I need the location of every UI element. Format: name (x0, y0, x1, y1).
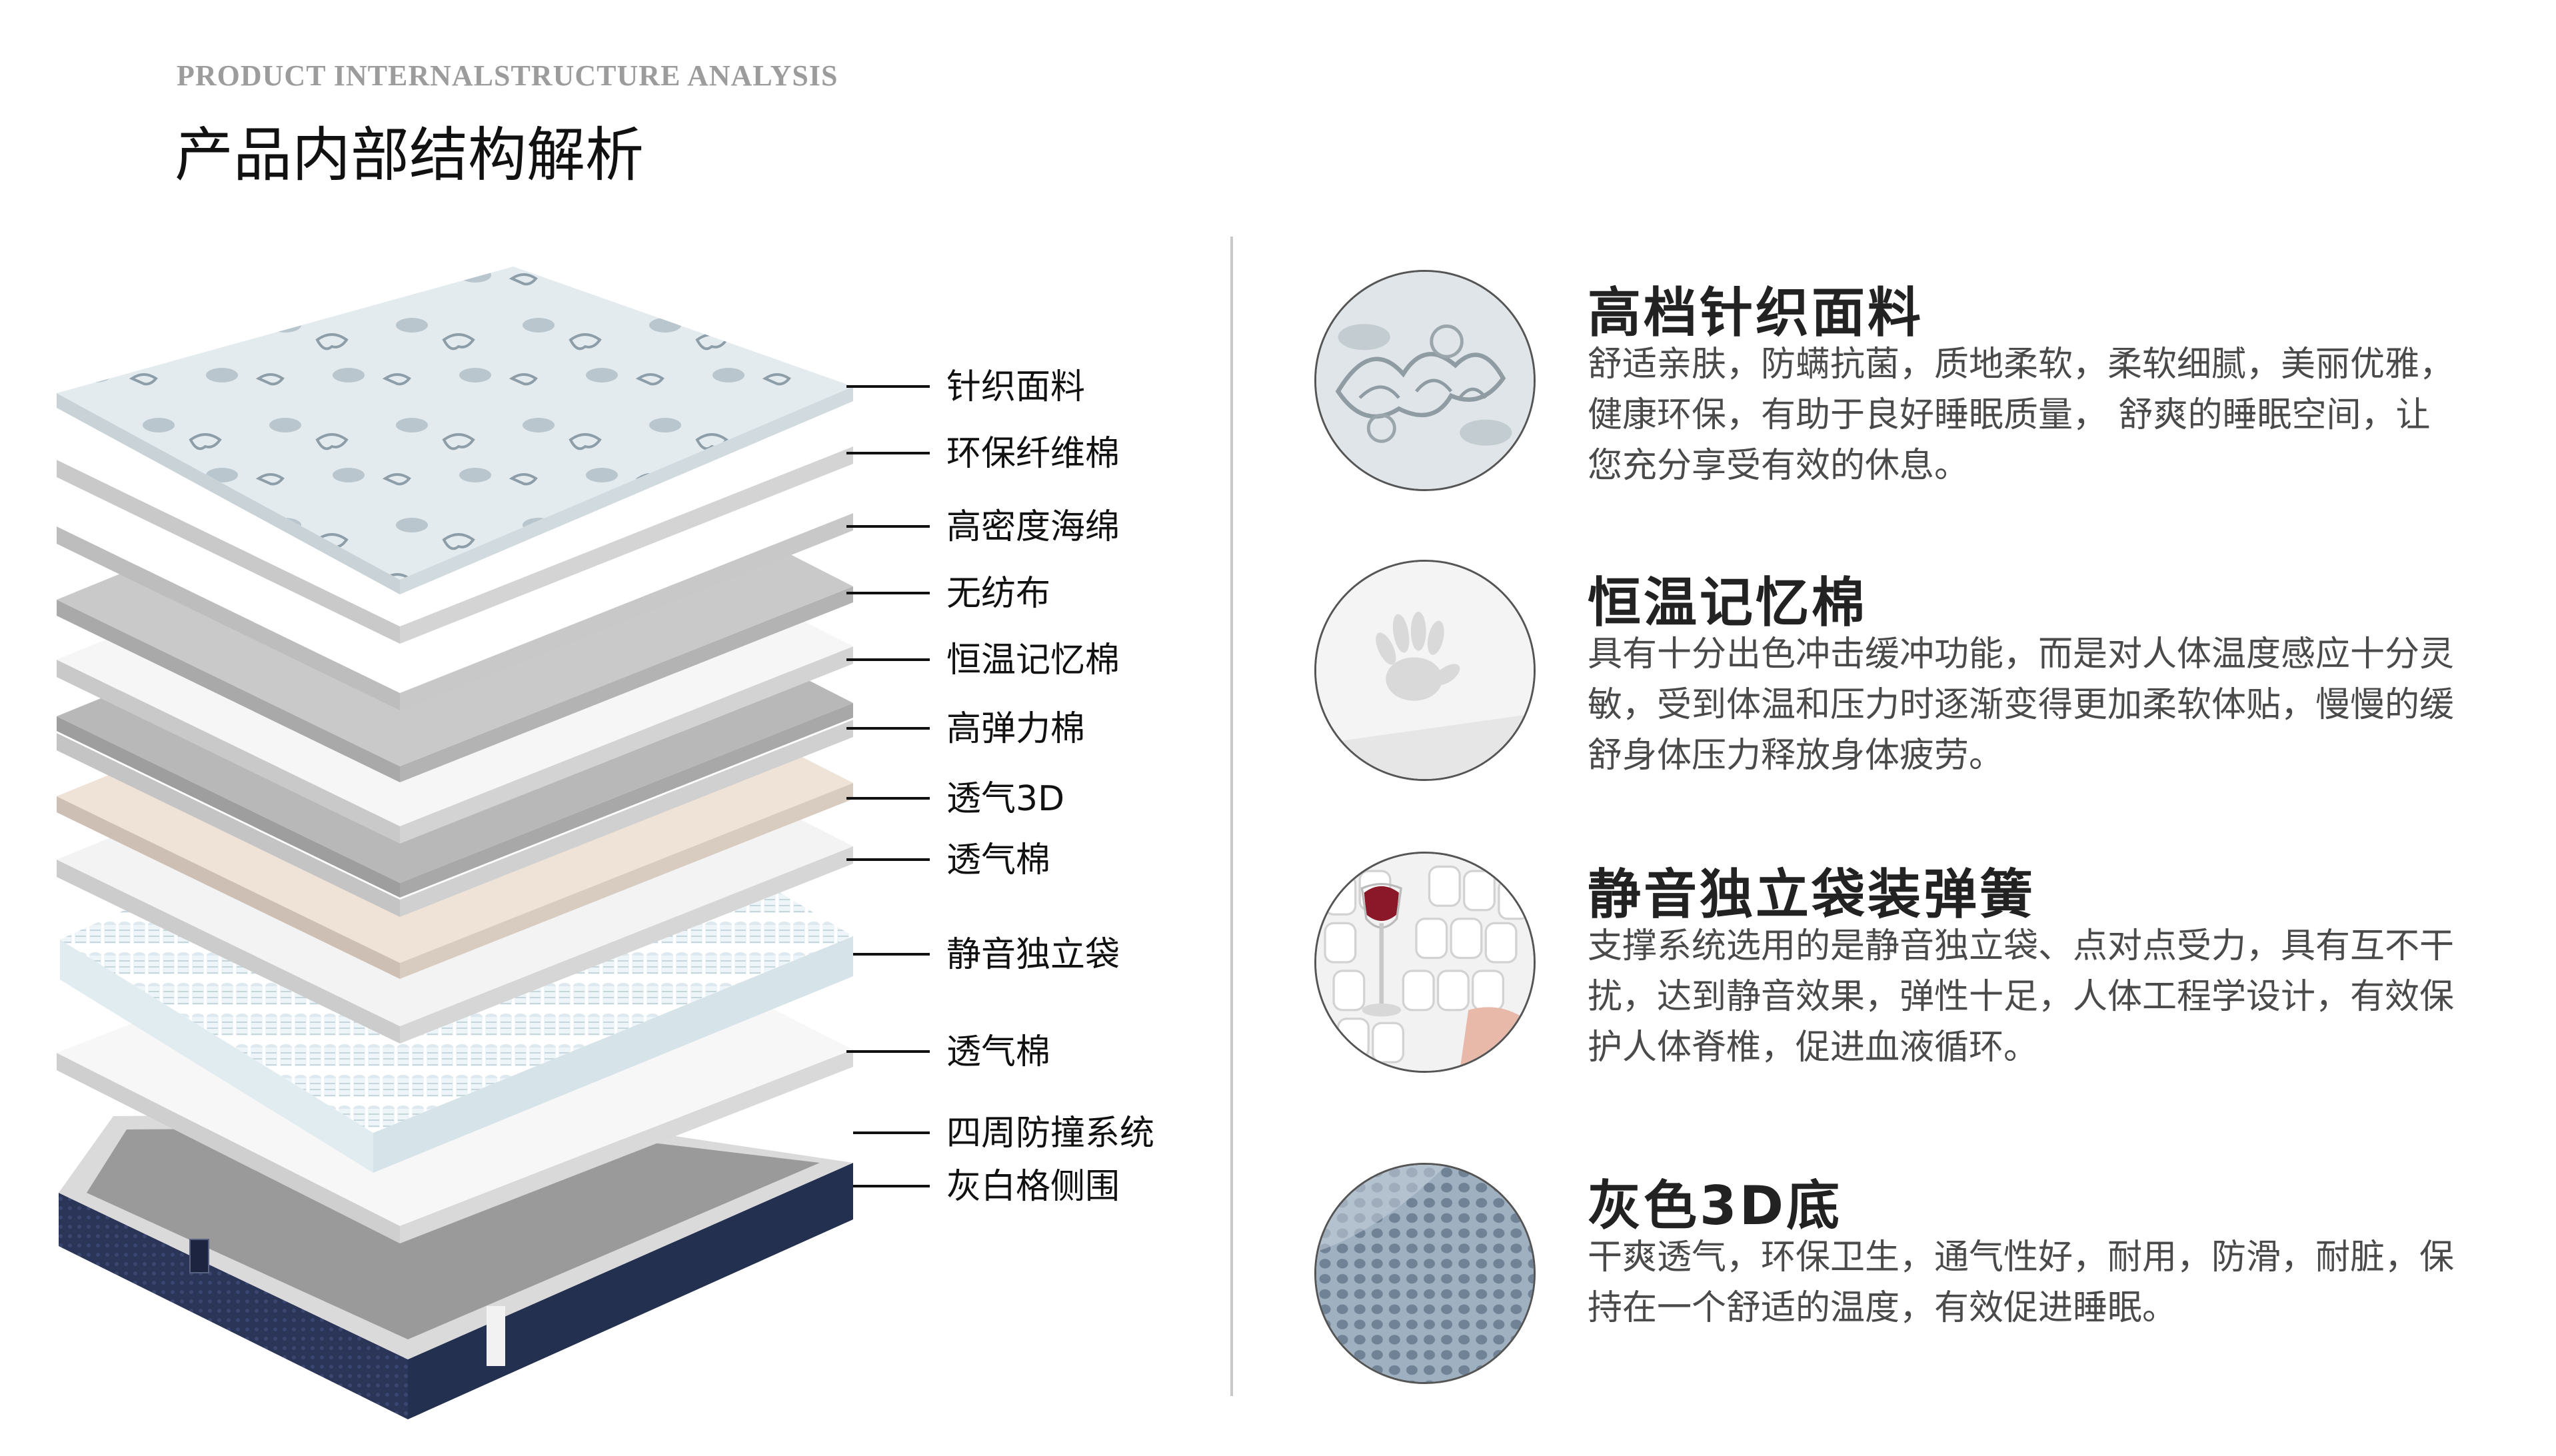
feature-description: 具有十分出色冲击缓冲功能，而是对人体温度感应十分灵 敏，受到体温和压力时逐渐变得… (1588, 629, 2521, 781)
description-line: 舒适亲肤，防螨抗菌，质地柔软，柔软细腻，美丽优雅， (1588, 345, 2455, 384)
layer-callout: 无纺布 (846, 574, 1050, 614)
layer-label: 透气棉 (946, 1032, 1050, 1072)
layer-label: 针织面料 (946, 367, 1085, 407)
vertical-divider (1230, 237, 1233, 1396)
description-line: 舒身体压力释放身体疲劳。 (1588, 736, 2004, 776)
mattress-base (59, 1113, 853, 1419)
description-line: 您充分享受有效的休息。 (1588, 446, 1969, 486)
layer-callout: 透气3D (846, 779, 1064, 819)
3d-mesh-icon (1314, 1163, 1536, 1384)
page-title: 产品内部结构解析 (175, 121, 644, 189)
pocket-spring-wineglass-icon (1314, 852, 1536, 1073)
description-line: 持在一个舒适的温度，有效促进睡眠。 (1588, 1288, 2177, 1328)
feature-memory-foam: 恒温记忆棉 具有十分出色冲击缓冲功能，而是对人体温度感应十分灵 敏，受到体温和压… (1314, 560, 2527, 826)
feature-description: 支撑系统选用的是静音独立袋、点对点受力，具有互不干 扰，达到静音效果，弹性十足，… (1588, 921, 2521, 1073)
layer-callout: 针织面料 (846, 367, 1085, 407)
layer-label: 透气3D (946, 779, 1064, 819)
description-line: 支撑系统选用的是静音独立袋、点对点受力，具有互不干 (1588, 926, 2455, 966)
description-line: 扰，达到静音效果，弹性十足，人体工程学设计，有效保 (1588, 977, 2455, 1017)
layer-callout: 环保纤维棉 (846, 434, 1120, 474)
memory-foam-handprint-icon (1314, 560, 1536, 781)
feature-title: 恒温记忆棉 (1588, 572, 1868, 634)
feature-knit-fabric: 高档针织面料 舒适亲肤，防螨抗菌，质地柔软，柔软细腻，美丽优雅， 健康环保，有助… (1314, 270, 2527, 536)
feature-description: 舒适亲肤，防螨抗菌，质地柔软，柔软细腻，美丽优雅， 健康环保，有助于良好睡眠质量… (1588, 339, 2521, 491)
layer-callout: 四周防撞系统 (853, 1113, 1154, 1153)
mattress-exploded-diagram: 针织面料环保纤维棉高密度海绵无纺布恒温记忆棉高弹力棉透气3D透气棉静音独立袋透气… (57, 267, 1154, 1419)
layer-callout: 静音独立袋 (853, 935, 1120, 975)
layer-label: 灰白格侧围 (946, 1167, 1120, 1207)
feature-pocket-spring: 静音独立袋装弹簧 支撑系统选用的是静音独立袋、点对点受力，具有互不干 扰，达到静… (1314, 852, 2527, 1118)
feature-title: 静音独立袋装弹簧 (1588, 864, 2035, 926)
layer-callout: 透气棉 (846, 1032, 1050, 1072)
layer-callout: 透气棉 (846, 840, 1050, 880)
layer-label: 静音独立袋 (946, 935, 1120, 975)
layer-callout: 高密度海绵 (846, 507, 1120, 547)
knit-fabric-icon (1314, 270, 1536, 491)
feature-description: 干爽透气，环保卫生，通气性好，耐用，防滑，耐脏，保 持在一个舒适的温度，有效促进… (1588, 1232, 2521, 1333)
layer-label: 高密度海绵 (946, 507, 1120, 547)
layer-callout: 高弹力棉 (846, 709, 1085, 749)
description-line: 敏，受到体温和压力时逐渐变得更加柔软体贴，慢慢的缓 (1588, 685, 2455, 725)
description-line: 健康环保，有助于良好睡眠质量， 舒爽的睡眠空间，让 (1588, 395, 2431, 435)
description-line: 干爽透气，环保卫生，通气性好，耐用，防滑，耐脏，保 (1588, 1237, 2455, 1277)
description-line: 具有十分出色冲击缓冲功能，而是对人体温度感应十分灵 (1588, 634, 2455, 674)
layer-callout: 灰白格侧围 (853, 1167, 1120, 1207)
layer-knit-fabric (57, 267, 853, 594)
english-title: PRODUCT INTERNALSTRUCTURE ANALYSIS (177, 59, 838, 92)
layer-label: 四周防撞系统 (946, 1113, 1154, 1153)
layer-label: 环保纤维棉 (946, 434, 1120, 474)
layer-label: 无纺布 (946, 574, 1050, 614)
feature-3d-base: 灰色3D底 干爽透气，环保卫生，通气性好，耐用，防滑，耐脏，保 持在一个舒适的温… (1314, 1163, 2527, 1429)
layer-label: 恒温记忆棉 (946, 640, 1120, 680)
feature-title: 高档针织面料 (1588, 282, 1923, 344)
description-line: 护人体脊椎，促进血液循环。 (1588, 1028, 2039, 1068)
layer-callout: 恒温记忆棉 (846, 640, 1120, 680)
layer-label: 高弹力棉 (946, 709, 1085, 749)
feature-title: 灰色3D底 (1588, 1175, 1843, 1237)
layer-label: 透气棉 (946, 840, 1050, 880)
